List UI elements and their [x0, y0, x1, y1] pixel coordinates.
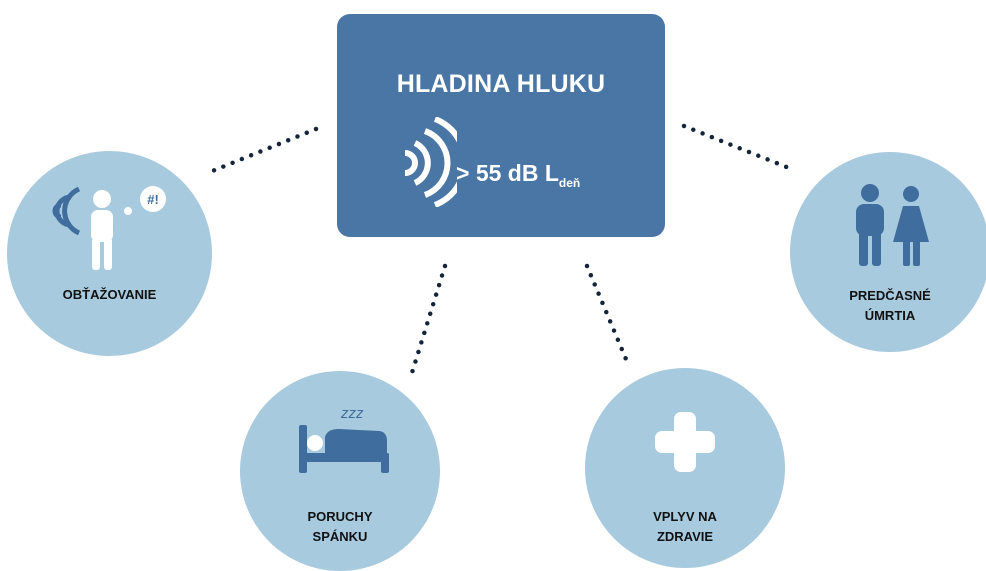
medical-cross-icon — [655, 412, 715, 472]
connector-mortality — [681, 123, 797, 173]
effect-label-health: VPLYV NA ZDRAVIE — [585, 507, 785, 547]
effect-label-annoyance: OBŤAŽOVANIE — [7, 285, 212, 305]
effect-sleep-disorders: zzz PORUCHY SPÁNKU — [240, 371, 440, 571]
connector-sleep — [408, 263, 448, 379]
label-health-line2: ZDRAVIE — [656, 529, 714, 544]
label-mortality-line1: PREDČASNÉ — [849, 288, 931, 303]
connector-health — [584, 263, 631, 367]
label-sleep-line2: SPÁNKU — [312, 529, 368, 544]
noise-threshold: > 55 dB Ldeň — [456, 160, 580, 190]
label-health-line1: VPLYV NA — [653, 509, 717, 524]
man-woman-icon — [856, 184, 929, 266]
sound-waves-icon — [404, 117, 457, 207]
noise-level-box: HLADINA HLUKU > 55 dB Ldeň — [337, 14, 665, 237]
threshold-subscript: deň — [558, 176, 581, 190]
zzz-text: zzz — [340, 405, 364, 422]
effect-premature-deaths: PREDČASNÉ ÚMRTIA — [790, 152, 986, 352]
label-mortality-line2: ÚMRTIA — [864, 308, 916, 323]
effect-health: VPLYV NA ZDRAVIE — [585, 368, 785, 568]
label-sleep-line1: PORUCHY — [307, 509, 373, 524]
noise-level-title: HLADINA HLUKU — [396, 70, 606, 98]
effect-annoyance: #! OBŤAŽOVANIE — [7, 151, 212, 356]
label-annoyance: OBŤAŽOVANIE — [62, 287, 157, 302]
sleeping-in-bed-icon: zzz — [299, 405, 389, 473]
annoyed-person-icon: #! — [52, 186, 166, 270]
effect-label-mortality: PREDČASNÉ ÚMRTIA — [790, 286, 986, 326]
threshold-value: > 55 dB L — [456, 160, 559, 186]
effect-label-sleep: PORUCHY SPÁNKU — [240, 507, 440, 547]
connector-annoyance — [202, 126, 319, 177]
speech-symbols: #! — [147, 192, 159, 207]
